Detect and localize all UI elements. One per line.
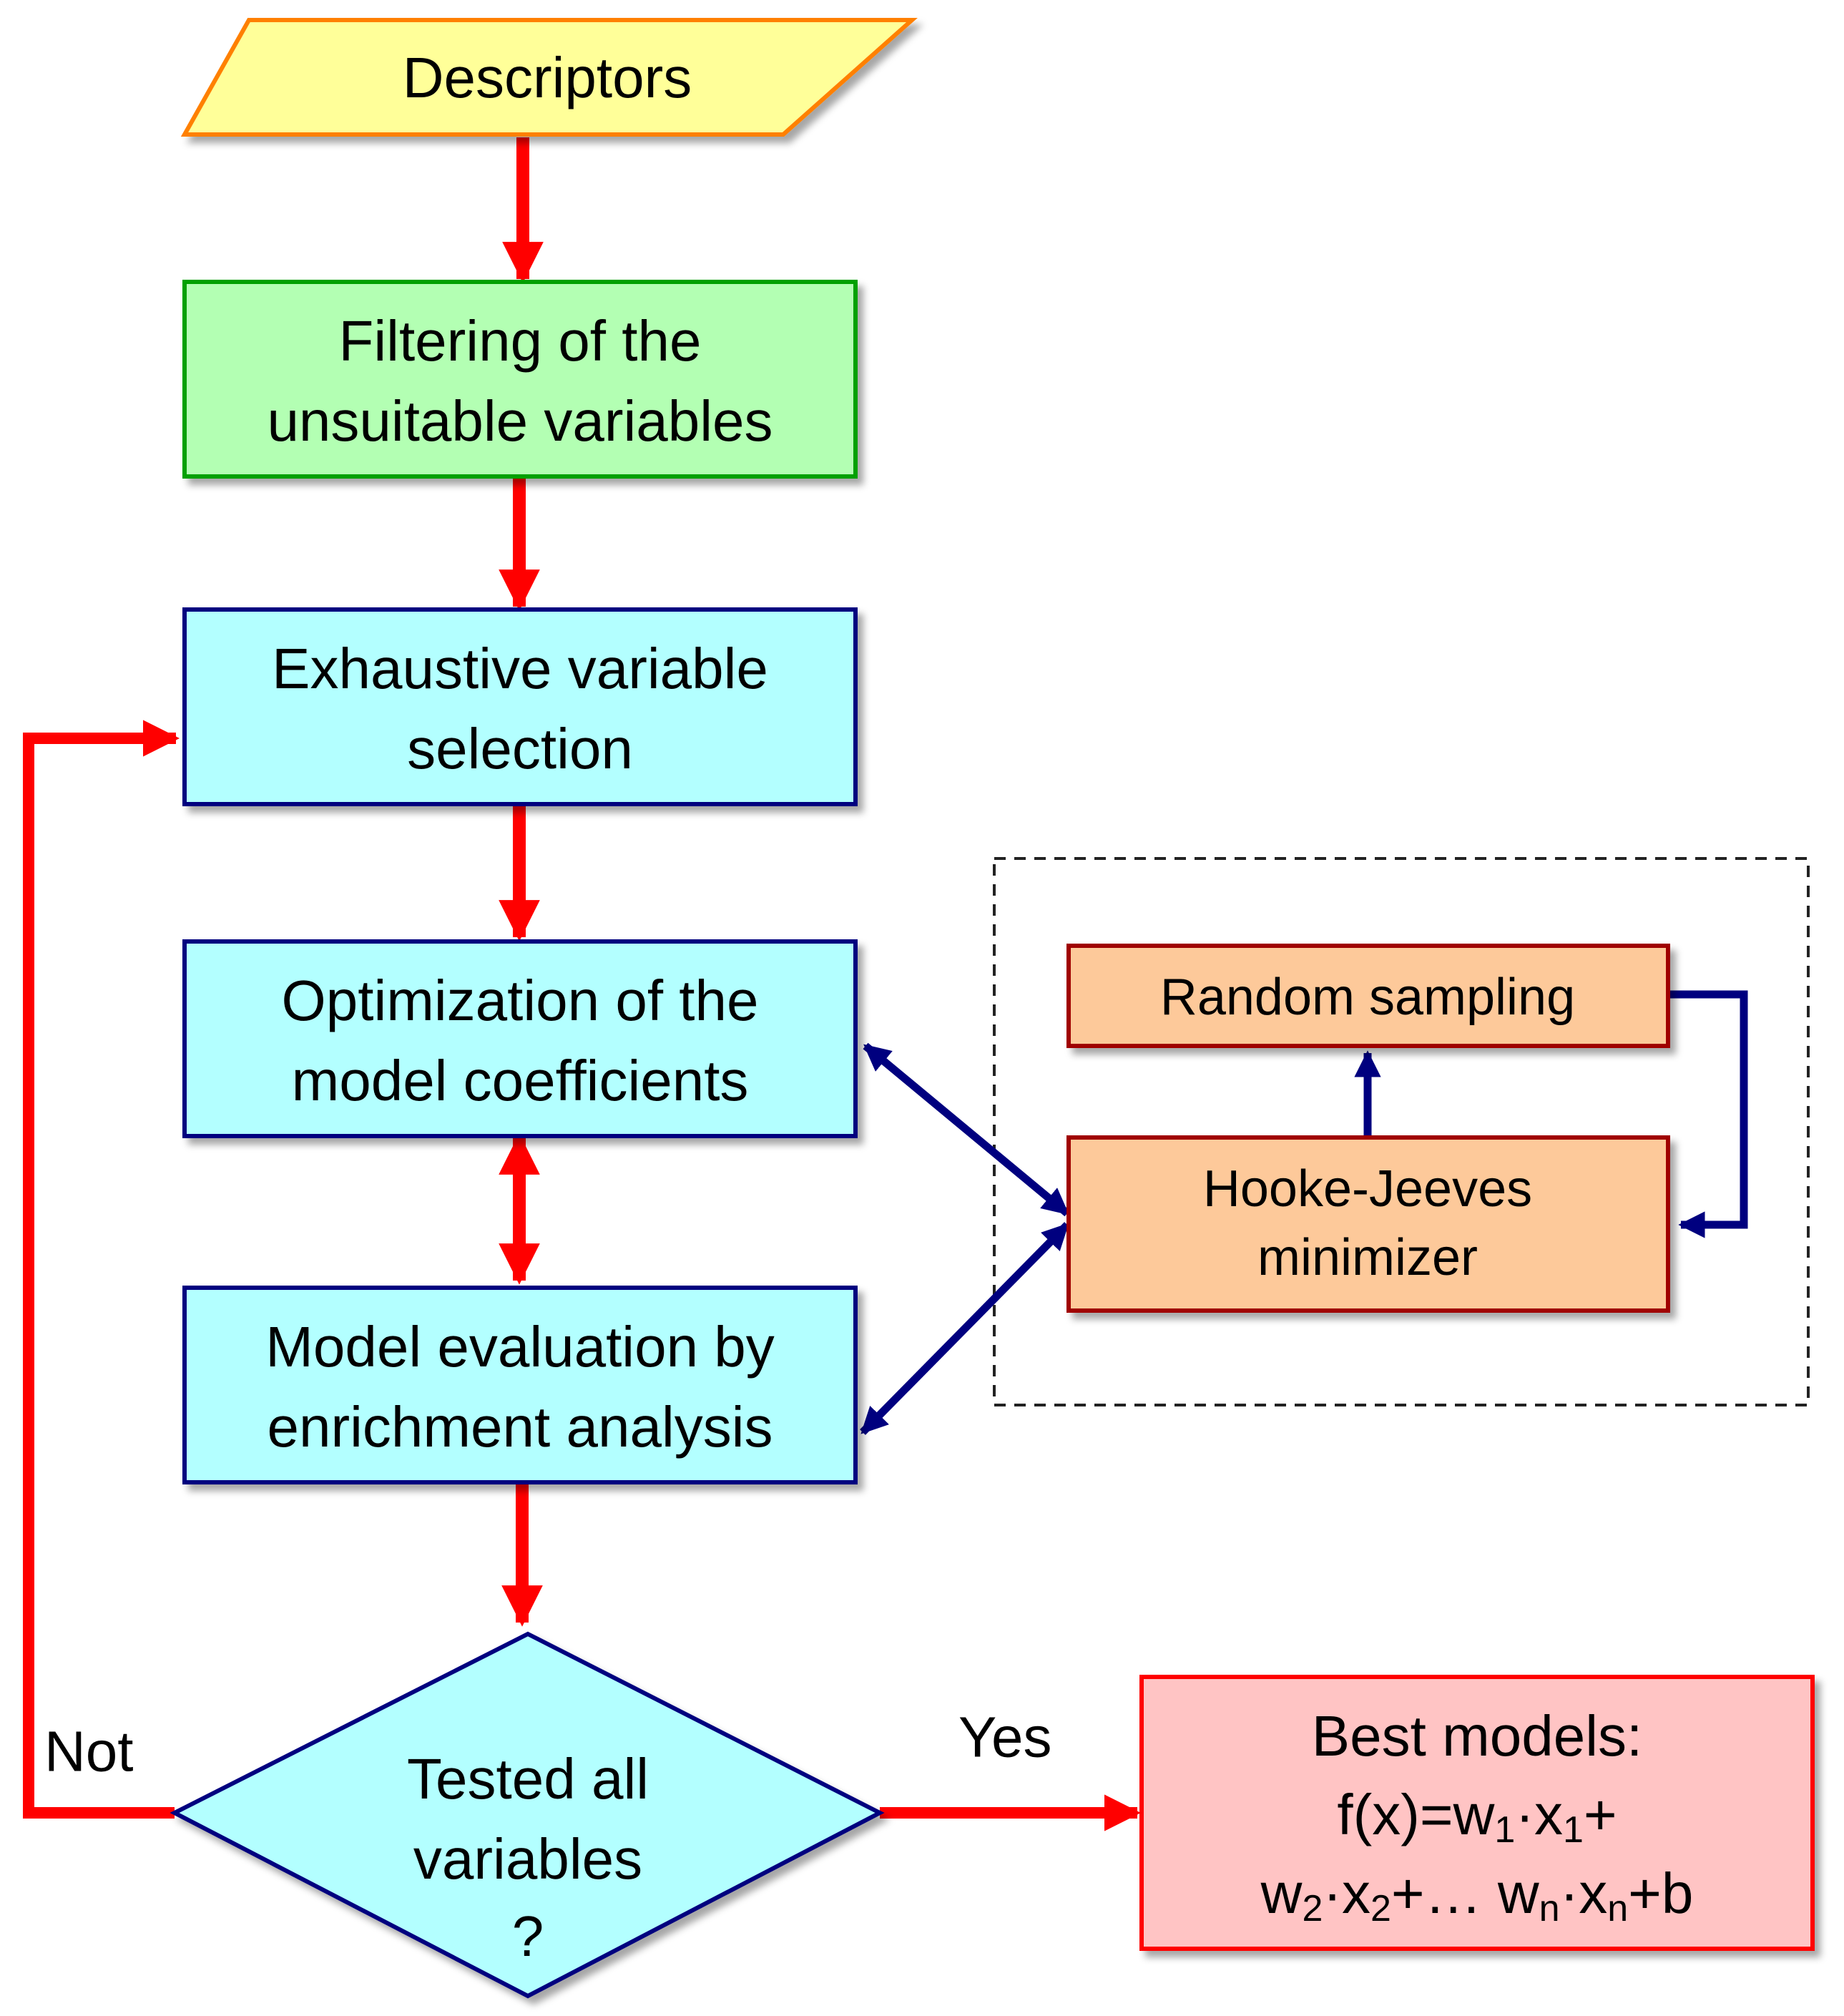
decision-label-line-2: variables [413,1827,642,1891]
svg-text:Optimization of the: Optimization of the [282,969,759,1032]
formula-2-part-b: ·x [1323,1861,1370,1925]
filtering-label-line-2: unsuitable variables [267,389,773,453]
node-random-sampling: Random sampling [1066,944,1670,1048]
formula-1-sub-1: 1 [1494,1809,1515,1851]
node-filtering: Filtering of the unsuitable variables [182,280,858,479]
edge-label-yes: Yes [958,1706,1052,1769]
node-descriptors: Descriptors [180,18,918,137]
svg-text:Model evaluation by: Model evaluation by [265,1315,775,1379]
evaluation-label-line-1: Model evaluation by [265,1315,775,1379]
filtering-label-line-1: Filtering of the [339,309,702,373]
formula-2-part-c: +… w [1391,1861,1539,1925]
svg-text:Exhaustive variable: Exhaustive variable [272,637,768,700]
formula-2-sub-4: n [1607,1888,1628,1929]
svg-text:Best models:: Best models: [1312,1704,1642,1768]
hooke-jeeves-label-line-1: Hooke-Jeeves [1203,1160,1532,1218]
node-decision: Tested all variables ? [170,1631,885,1999]
svg-text:enrichment analysis: enrichment analysis [268,1395,773,1459]
svg-text:model coefficients: model coefficients [292,1049,749,1112]
descriptors-label: Descriptors [403,46,692,109]
formula-1-sub-2: 1 [1563,1809,1584,1851]
exhaustive-label-line-2: selection [407,717,633,781]
svg-text:Random sampling: Random sampling [1160,969,1575,1026]
node-exhaustive-selection: Exhaustive variable selection [182,607,858,806]
formula-1-part-b: ·x [1515,1783,1563,1846]
arrow-hooke-evaluation [860,1222,1070,1435]
formula-2-sub-1: 2 [1302,1888,1323,1929]
svg-text:unsuitable variables: unsuitable variables [267,389,773,453]
optimization-label-line-2: model coefficients [292,1049,749,1112]
evaluation-label-line-2: enrichment analysis [268,1395,773,1459]
optimization-label-line-1: Optimization of the [282,969,759,1032]
arrow-loop-not [23,720,180,1819]
formula-2-sub-3: n [1539,1888,1560,1929]
arrow-optimization-hooke [863,1042,1070,1217]
node-best-models: Best models: f(x)=w1·x1+ w2·x2+… wn·xn+b [1139,1675,1815,1951]
node-evaluation: Model evaluation by enrichment analysis [182,1286,858,1484]
formula-2-part-e: +b [1628,1861,1693,1925]
random-sampling-label: Random sampling [1160,969,1575,1026]
svg-text:variables: variables [413,1827,642,1891]
formula-1-part-c: + [1584,1783,1617,1846]
arrow-random-to-hooke [1669,990,1748,1238]
hooke-jeeves-label-line-2: minimizer [1257,1229,1478,1286]
best-models-formula-line-2: w2·x2+… wn·xn+b [1260,1861,1694,1930]
svg-text:?: ? [512,1904,544,1968]
decision-label-line-3: ? [512,1904,544,1968]
decision-label-line-1: Tested all [407,1747,649,1811]
node-optimization: Optimization of the model coefficients [182,939,858,1138]
svg-text:selection: selection [407,717,633,781]
optimizer-group-frame [993,857,1810,1406]
formula-2-sub-2: 2 [1370,1888,1391,1929]
svg-text:minimizer: minimizer [1257,1229,1478,1286]
svg-text:Tested all: Tested all [407,1747,649,1811]
node-hooke-jeeves: Hooke-Jeeves minimizer [1066,1135,1670,1313]
svg-text:Descriptors: Descriptors [403,46,692,109]
formula-1-part-a: f(x)=w [1337,1783,1494,1846]
svg-text:Hooke-Jeeves: Hooke-Jeeves [1203,1160,1532,1218]
edge-label-not: Not [44,1720,134,1783]
best-models-title: Best models: [1312,1704,1642,1768]
formula-2-part-a: w [1260,1861,1303,1925]
best-models-formula-line-1: f(x)=w1·x1+ [1337,1783,1617,1851]
formula-2-part-d: ·x [1560,1861,1608,1925]
svg-text:Filtering of the: Filtering of the [339,309,702,373]
exhaustive-label-line-1: Exhaustive variable [272,637,768,700]
